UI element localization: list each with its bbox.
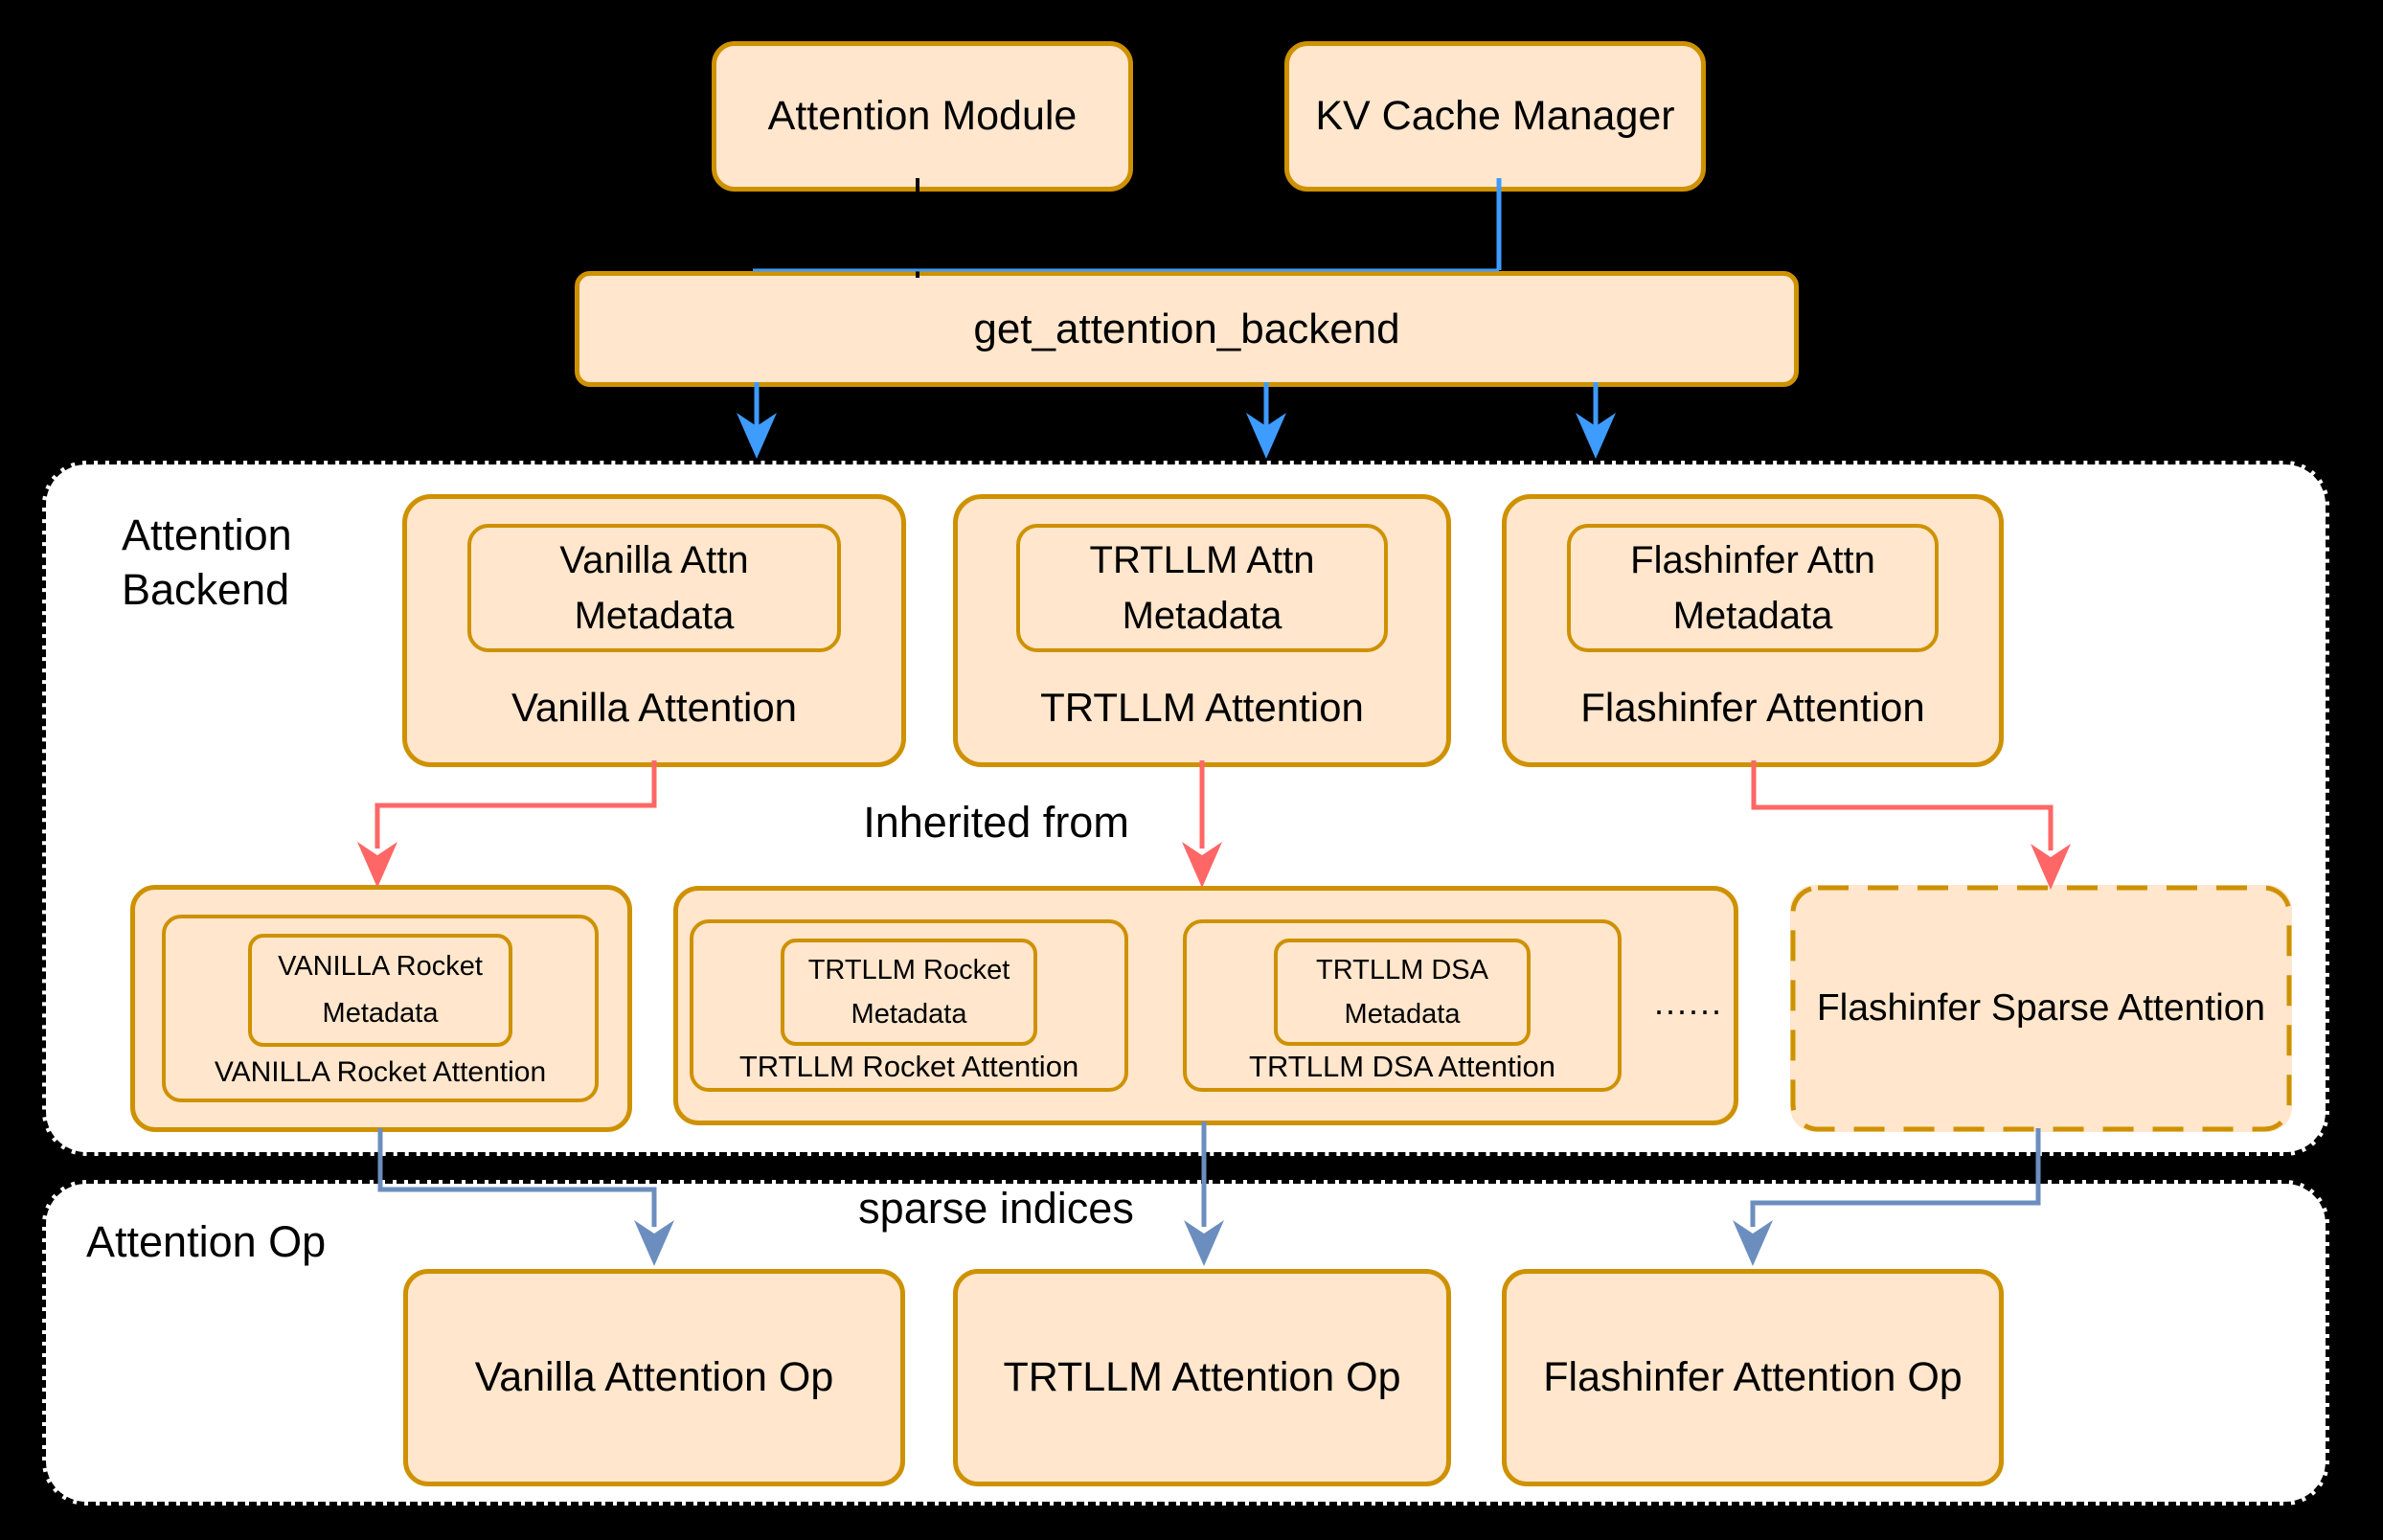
trtllm-rocket-metadata-line2: Metadata (851, 998, 967, 1030)
kv-cache-manager-label: KV Cache Manager (1315, 93, 1675, 139)
flashinfer-attn-metadata-line2: Metadata (1672, 595, 1833, 637)
vanilla-attention-label: Vanilla Attention (511, 684, 798, 730)
trtllm-dsa-metadata-node: TRTLLM DSA Metadata (1274, 939, 1531, 1046)
vanilla-attn-metadata-node: Vanilla Attn Metadata (467, 524, 841, 652)
trtllm-rocket-metadata-node: TRTLLM Rocket Metadata (781, 939, 1037, 1046)
trtllm-attn-metadata-line1: TRTLLM Attn (1089, 539, 1315, 581)
trtllm-dsa-attention-node: TRTLLM DSA Metadata TRTLLM DSA Attention (1183, 919, 1622, 1092)
inherited-from-label: Inherited from (863, 798, 1129, 847)
attention-backend-title-line1: Attention (122, 510, 292, 559)
trtllm-attention-label: TRTLLM Attention (1040, 684, 1364, 730)
vanilla-attention-node: Vanilla Attn Metadata Vanilla Attention (402, 494, 906, 767)
flashinfer-attn-metadata-node: Flashinfer Attn Metadata (1567, 524, 1939, 652)
trtllm-attn-metadata-node: TRTLLM Attn Metadata (1016, 524, 1388, 652)
flashinfer-attention-node: Flashinfer Attn Metadata Flashinfer Atte… (1502, 494, 2004, 767)
vanilla-attention-op-label: Vanilla Attention Op (474, 1354, 834, 1400)
vanilla-rocket-outer-node: VANILLA Rocket Metadata VANILLA Rocket A… (130, 885, 632, 1132)
trtllm-dsa-metadata-line1: TRTLLM DSA (1316, 954, 1488, 985)
trtllm-rocket-attention-node: TRTLLM Rocket Metadata TRTLLM Rocket Att… (690, 919, 1128, 1092)
vanilla-rocket-attention-label: VANILLA Rocket Attention (214, 1056, 547, 1088)
get-attention-backend-node: get_attention_backend (575, 271, 1799, 387)
attention-op-section-title: Attention Op (86, 1217, 327, 1266)
flashinfer-attn-metadata-line1: Flashinfer Attn (1630, 539, 1875, 581)
vanilla-attn-metadata-line1: Vanilla Attn (559, 539, 749, 581)
trtllm-attention-op-label: TRTLLM Attention Op (1003, 1354, 1401, 1400)
vanilla-attn-metadata-line2: Metadata (574, 595, 735, 637)
arrowhead-get-to-trtllm-backend (1246, 413, 1286, 459)
trtllm-rocket-metadata-line1: TRTLLM Rocket (807, 954, 1010, 985)
attention-module-node: Attention Module (712, 41, 1133, 192)
trtllm-derived-container-node: TRTLLM Rocket Metadata TRTLLM Rocket Att… (673, 886, 1738, 1125)
arrowhead-get-to-flashinfer-backend (1576, 413, 1616, 459)
flashinfer-attention-op-node: Flashinfer Attention Op (1502, 1269, 2004, 1486)
trtllm-attention-node: TRTLLM Attn Metadata TRTLLM Attention (953, 494, 1451, 767)
arrowhead-get-to-vanilla-backend (737, 413, 777, 459)
flashinfer-sparse-attention-label: Flashinfer Sparse Attention (1816, 987, 2266, 1029)
trtllm-dsa-metadata-line2: Metadata (1344, 998, 1461, 1030)
trtllm-attn-metadata-line2: Metadata (1122, 595, 1282, 637)
more-backends-ellipsis: ...... (1653, 983, 1723, 1022)
flashinfer-attention-label: Flashinfer Attention (1580, 684, 1925, 730)
flashinfer-sparse-attention-node: Flashinfer Sparse Attention (1790, 885, 2292, 1132)
trtllm-dsa-attention-label: TRTLLM DSA Attention (1249, 1050, 1555, 1083)
vanilla-rocket-attention-node: VANILLA Rocket Metadata VANILLA Rocket A… (162, 915, 599, 1102)
kv-cache-manager-node: KV Cache Manager (1284, 41, 1706, 192)
flashinfer-attention-op-label: Flashinfer Attention Op (1543, 1354, 1963, 1400)
trtllm-attention-op-node: TRTLLM Attention Op (953, 1269, 1451, 1486)
get-attention-backend-label: get_attention_backend (973, 305, 1400, 352)
vanilla-rocket-metadata-line1: VANILLA Rocket (278, 951, 483, 982)
vanilla-rocket-metadata-line2: Metadata (322, 998, 439, 1029)
trtllm-rocket-attention-label: TRTLLM Rocket Attention (738, 1050, 1079, 1083)
vanilla-rocket-metadata-node: VANILLA Rocket Metadata (248, 934, 512, 1047)
vanilla-attention-op-node: Vanilla Attention Op (403, 1269, 905, 1486)
attention-backend-title-line2: Backend (122, 565, 290, 615)
sparse-indices-label: sparse indices (858, 1184, 1134, 1233)
attention-module-label: Attention Module (767, 93, 1078, 139)
attention-backend-section-title: Attention Backend (122, 508, 292, 617)
